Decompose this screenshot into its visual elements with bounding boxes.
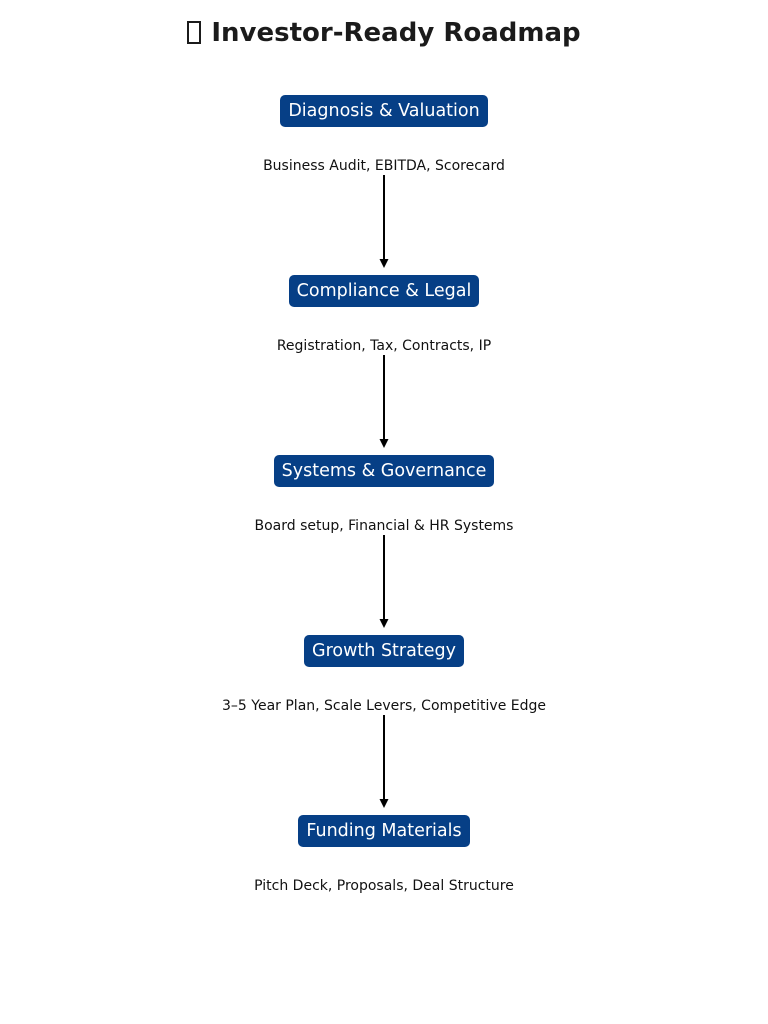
stage-box-systems-governance: Systems & Governance [273, 455, 495, 487]
stage-detail-diagnosis-valuation: Business Audit, EBITDA, Scorecard [263, 158, 505, 174]
page-title: Investor-Ready Roadmap [0, 15, 768, 51]
stage-box-funding-materials: Funding Materials [298, 815, 470, 847]
stage-detail-systems-governance: Board setup, Financial & HR Systems [254, 518, 514, 534]
stage-detail-compliance-legal: Registration, Tax, Contracts, IP [276, 338, 492, 354]
arrow-connector-2 [379, 355, 389, 448]
page-title-text: Investor-Ready Roadmap [211, 18, 581, 48]
missing-glyph-icon [187, 21, 202, 44]
stage-growth-strategy: Growth Strategy 3–5 Year Plan, Scale Lev… [0, 635, 768, 755]
stage-detail-funding-materials: Pitch Deck, Proposals, Deal Structure [254, 878, 514, 894]
arrow-connector-3 [379, 535, 389, 628]
stage-systems-governance: Systems & Governance Board setup, Financ… [0, 455, 768, 575]
stage-diagnosis-valuation: Diagnosis & Valuation Business Audit, EB… [0, 95, 768, 215]
stage-box-diagnosis-valuation: Diagnosis & Valuation [280, 95, 488, 127]
stage-detail-growth-strategy: 3–5 Year Plan, Scale Levers, Competitive… [222, 698, 546, 714]
stage-box-growth-strategy: Growth Strategy [304, 635, 464, 667]
arrow-connector-4 [379, 715, 389, 808]
arrow-connector-1 [379, 175, 389, 268]
stage-funding-materials: Funding Materials Pitch Deck, Proposals,… [0, 815, 768, 935]
stage-compliance-legal: Compliance & Legal Registration, Tax, Co… [0, 275, 768, 395]
stage-box-compliance-legal: Compliance & Legal [288, 275, 480, 307]
